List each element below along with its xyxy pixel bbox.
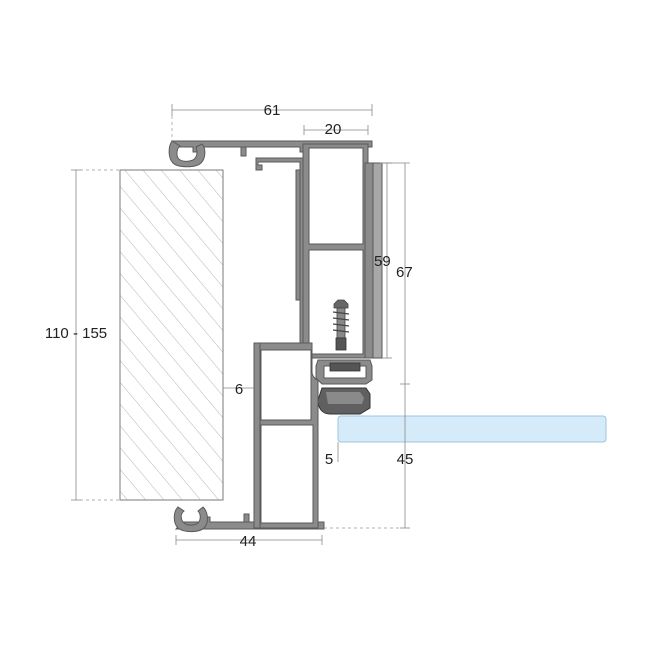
wall-section xyxy=(119,169,224,501)
upper-tube-profile xyxy=(302,143,383,359)
screw-icon xyxy=(332,299,350,351)
dim-top-inner: 20 xyxy=(325,121,342,138)
dim-top-width: 61 xyxy=(264,102,281,119)
dim-height-inner: 59 xyxy=(374,253,391,270)
dim-lower-height: 45 xyxy=(397,451,414,468)
dim-bottom-width: 44 xyxy=(240,533,257,550)
dimension-lines xyxy=(71,104,410,545)
glazing-bead xyxy=(315,359,373,415)
glass-pane xyxy=(337,415,607,443)
dim-wall-range: 110 - 155 xyxy=(45,325,107,342)
dim-height-outer: 67 xyxy=(396,264,413,281)
lower-tube-profile xyxy=(253,342,319,529)
dim-glass-gap: 5 xyxy=(325,451,333,468)
dim-gap-left: 6 xyxy=(235,381,243,398)
